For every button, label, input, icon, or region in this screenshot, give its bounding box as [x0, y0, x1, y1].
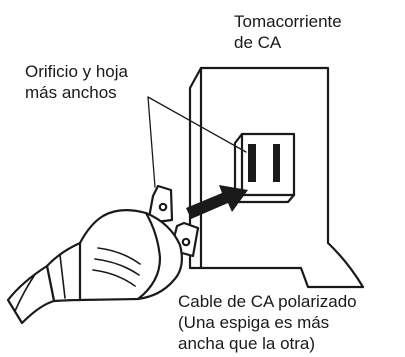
- outlet-slot-wide: [248, 144, 256, 182]
- wider-slot-blade-label: Orificio y hoja más anchos: [25, 61, 128, 103]
- cord-outer: [6, 264, 56, 325]
- plug-body: [72, 209, 183, 302]
- plug-face-edge: [136, 211, 162, 301]
- polarized-cord-label-line-2: (Una espiga es más: [178, 313, 330, 332]
- plug-head: [72, 209, 183, 302]
- cord-strain-relief-ring: [59, 254, 66, 299]
- leader-line-to-blade: [147, 96, 156, 188]
- polarized-cord-label-line-3: ancha que la otra): [178, 334, 316, 353]
- outlet-slot-narrow: [273, 144, 280, 182]
- plug-cord: [6, 241, 82, 325]
- outlet-label-line-1: Tomacorriente: [234, 12, 342, 31]
- polarized-cord-label-line-1: Cable de CA polarizado: [178, 292, 357, 311]
- outlet-plate-thickness: [188, 66, 203, 270]
- wall-outlet: [188, 66, 365, 289]
- insertion-arrow: [186, 185, 248, 219]
- plug-grip-ridge-2: [94, 258, 140, 276]
- plug-prong-wide: [146, 184, 174, 225]
- cord-inner-line: [14, 275, 35, 312]
- outlet-label: Tomacorriente de CA: [234, 11, 342, 53]
- plug-grip-ridge-1: [97, 247, 141, 265]
- leader-line-to-slot: [147, 96, 247, 153]
- wider-slot-blade-label-line-2: más anchos: [25, 83, 117, 102]
- wider-slot-blade-label-line-1: Orificio y hoja: [25, 62, 128, 81]
- plug-grip-ridge-3: [92, 269, 136, 287]
- polarized-cord-label: Cable de CA polarizado (Una espiga es má…: [178, 291, 357, 354]
- outlet-label-line-2: de CA: [234, 33, 282, 52]
